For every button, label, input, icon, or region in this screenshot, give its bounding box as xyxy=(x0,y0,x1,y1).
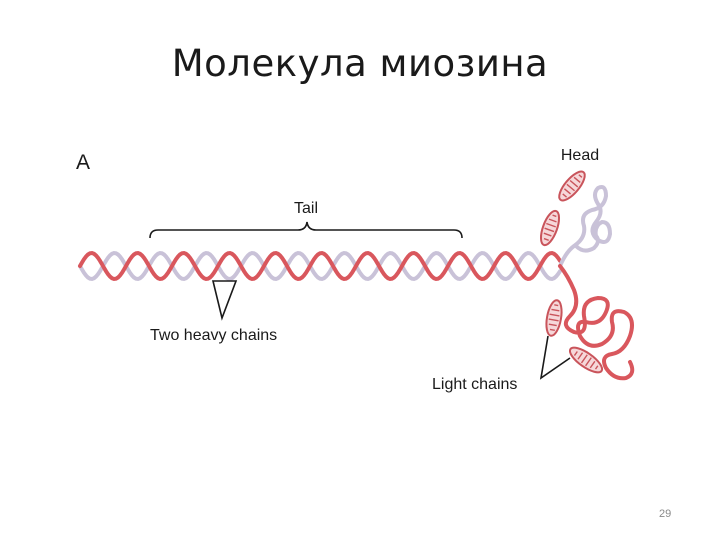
heavy-chain-b xyxy=(78,250,562,282)
heavy-chains xyxy=(78,250,562,282)
head-label: Head xyxy=(561,147,599,164)
panel-letter: A xyxy=(76,151,90,174)
upper-head-chain xyxy=(558,185,613,268)
light-chains-label: Light chains xyxy=(432,376,517,393)
heavy-chain-a xyxy=(78,250,562,282)
heavy-chains-label: Two heavy chains xyxy=(150,327,277,344)
light-chains xyxy=(539,170,604,374)
page-number: 29 xyxy=(659,508,672,520)
tail-label: Tail xyxy=(294,200,318,217)
lower-head-chain xyxy=(558,264,635,381)
slide-title: Молекула миозина xyxy=(171,42,549,85)
tail-bracket xyxy=(149,221,463,239)
light-chain-1 xyxy=(558,170,586,202)
light-chains-pointer xyxy=(539,335,571,380)
light-chain-3 xyxy=(545,299,563,337)
light-chain-2 xyxy=(539,209,561,247)
heavy-chains-pointer xyxy=(211,280,238,321)
light-chain-4 xyxy=(568,346,604,374)
